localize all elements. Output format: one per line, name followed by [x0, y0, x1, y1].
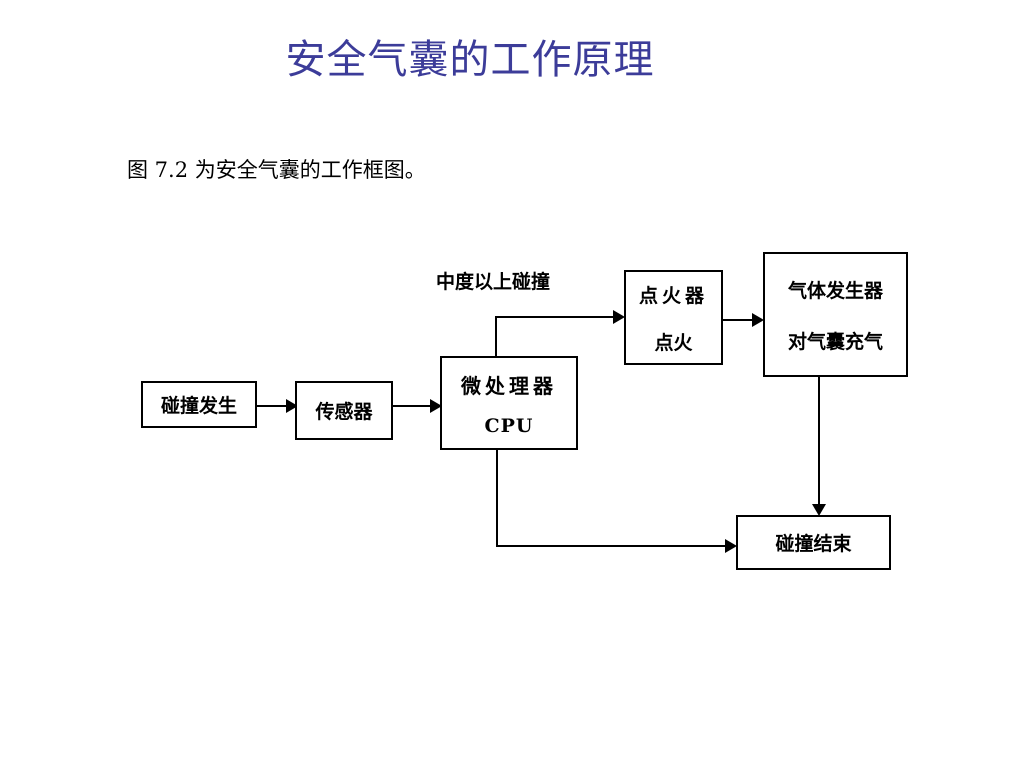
- edge-cpu-to-igniter: [495, 310, 625, 356]
- node-igniter-label: 点火器: [638, 284, 708, 307]
- node-microprocessor[interactable]: 微处理器 CPU: [440, 356, 578, 450]
- body-paragraph: 图 7.2 为安全气囊的工作框图。: [127, 158, 426, 182]
- node-sensor-label: 传感器: [315, 401, 373, 423]
- node-gas-generator-label: 气体发生器: [787, 279, 883, 302]
- edge-generator-to-end: [812, 377, 826, 516]
- node-crash-ends[interactable]: 碰撞结束: [736, 515, 891, 570]
- node-microprocessor-label: 微处理器: [461, 373, 557, 398]
- edge-sensor-to-cpu: [393, 399, 442, 413]
- node-sensor[interactable]: 传感器: [295, 381, 393, 440]
- node-igniter-sublabel: 点火: [654, 331, 693, 354]
- page-title: 安全气囊的工作原理: [285, 37, 655, 83]
- node-crash-occurs[interactable]: 碰撞发生: [141, 381, 257, 428]
- node-gas-generator[interactable]: 气体发生器 对气囊充气: [763, 252, 908, 377]
- node-microprocessor-sublabel: CPU: [484, 414, 534, 437]
- node-crash-ends-label: 碰撞结束: [775, 533, 852, 555]
- edge-crash-to-sensor: [257, 399, 298, 413]
- node-crash-occurs-label: 碰撞发生: [160, 395, 237, 417]
- edge-label-moderate-collision: 中度以上碰撞: [436, 271, 551, 293]
- node-igniter[interactable]: 点火器 点火: [624, 270, 723, 365]
- edge-cpu-to-end: [496, 450, 737, 553]
- edge-igniter-to-generator: [723, 313, 764, 327]
- node-gas-generator-sublabel: 对气囊充气: [787, 330, 883, 353]
